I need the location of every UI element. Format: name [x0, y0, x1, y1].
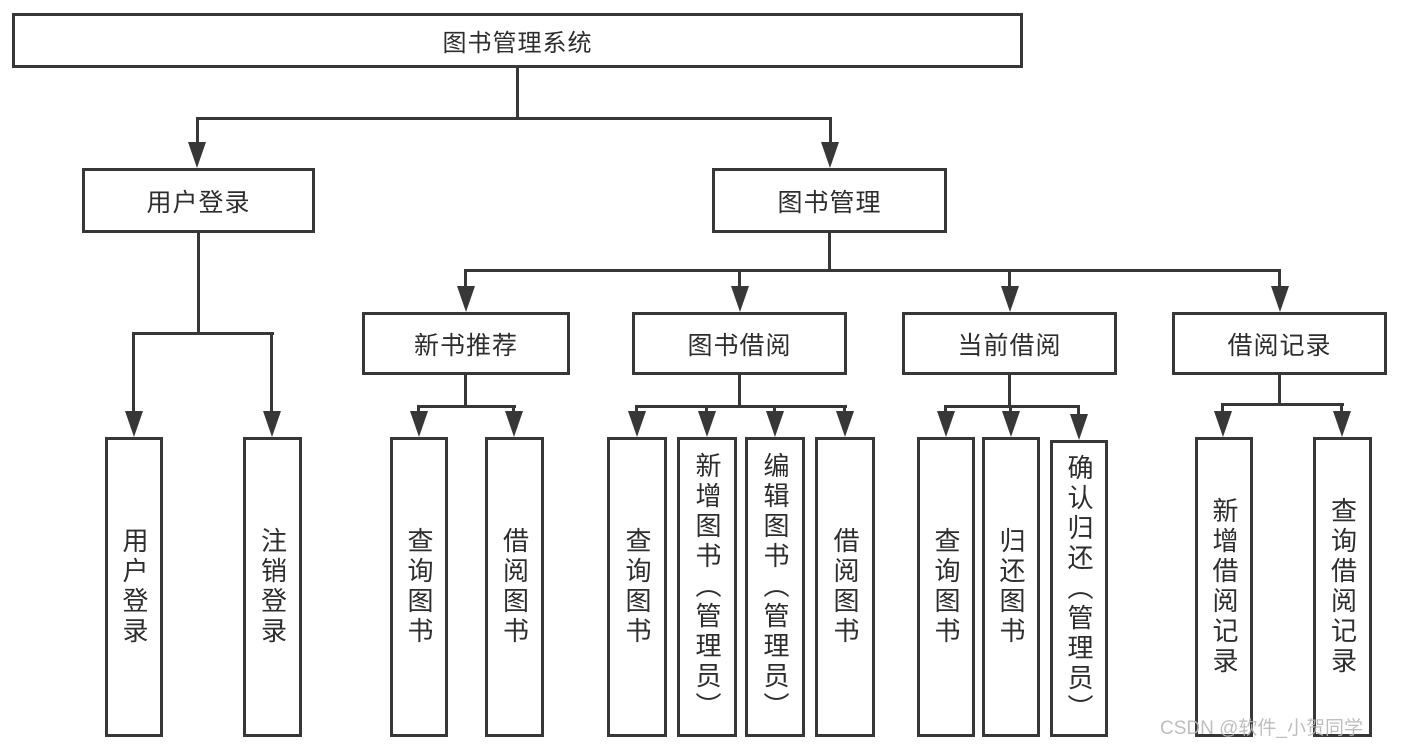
- connector-line: [197, 231, 200, 335]
- leaf-borrow-books-2: 借阅图书: [815, 437, 875, 737]
- connector-line: [132, 334, 135, 412]
- node-library-management-system: 图书管理系统: [12, 13, 1023, 68]
- arrow-down-icon: [457, 286, 475, 312]
- connector-line: [1278, 269, 1281, 288]
- connector-line: [843, 405, 846, 413]
- connector-line: [196, 117, 832, 120]
- connector-line: [464, 269, 467, 288]
- leaf-query-borrow-record: 查询借阅记录: [1313, 437, 1372, 737]
- connector-line: [464, 375, 467, 408]
- connector-line: [944, 405, 1080, 408]
- leaf-confirm-return-admin: 确认归还（管理员）: [1050, 440, 1108, 737]
- arrow-down-icon: [698, 411, 716, 437]
- node-book-borrowing: 图书借阅: [632, 312, 847, 375]
- leaf-add-book-admin: 新增图书（管理员）: [677, 437, 737, 737]
- connector-line: [417, 405, 516, 408]
- connector-line: [417, 405, 420, 413]
- connector-line: [1009, 405, 1012, 413]
- leaf-borrow-books-1: 借阅图书: [485, 437, 544, 737]
- arrow-down-icon: [1271, 286, 1289, 312]
- connector-line: [1008, 375, 1011, 408]
- connector-line: [829, 118, 832, 144]
- connector-line: [1278, 375, 1281, 406]
- arrow-down-icon: [1001, 286, 1019, 312]
- csdn-watermark: CSDN @软件_小贺同学: [1160, 718, 1363, 739]
- connector-line: [516, 66, 519, 119]
- connector-line: [773, 405, 776, 413]
- node-user-login: 用户登录: [82, 168, 315, 233]
- node-current-borrowing: 当前借阅: [902, 312, 1117, 375]
- connector-line: [1008, 269, 1011, 288]
- arrow-down-icon: [505, 411, 523, 437]
- connector-line: [1077, 405, 1080, 416]
- arrow-down-icon: [821, 142, 839, 168]
- leaf-query-books-1: 查询图书: [390, 437, 448, 737]
- connector-line: [132, 332, 274, 335]
- connector-line: [1221, 403, 1344, 406]
- leaf-return-books: 归还图书: [982, 437, 1040, 737]
- connector-line: [270, 334, 273, 412]
- arrow-down-icon: [937, 411, 955, 437]
- arrow-down-icon: [836, 411, 854, 437]
- connector-line: [828, 231, 831, 272]
- connector-line: [196, 118, 199, 144]
- node-borrow-records: 借阅记录: [1172, 312, 1387, 375]
- connector-line: [705, 405, 708, 413]
- arrow-down-icon: [188, 142, 206, 168]
- leaf-query-books-2: 查询图书: [607, 437, 667, 737]
- connector-line: [738, 269, 741, 288]
- node-new-book-recommend: 新书推荐: [362, 312, 570, 375]
- connector-line: [944, 405, 947, 413]
- connector-line: [738, 374, 741, 408]
- node-book-management: 图书管理: [712, 168, 947, 233]
- connector-line: [635, 405, 638, 413]
- leaf-edit-book-admin: 编辑图书（管理员）: [745, 437, 805, 737]
- arrow-down-icon: [410, 411, 428, 437]
- arrow-down-icon: [125, 411, 143, 437]
- connector-line: [464, 269, 1281, 272]
- arrow-down-icon: [731, 286, 749, 312]
- leaf-add-borrow-record: 新增借阅记录: [1195, 437, 1253, 737]
- connector-line: [1340, 403, 1343, 413]
- arrow-down-icon: [263, 411, 281, 437]
- leaf-user-login: 用户登录: [105, 437, 163, 737]
- arrow-down-icon: [1333, 411, 1351, 437]
- arrow-down-icon: [766, 411, 784, 437]
- arrow-down-icon: [1070, 414, 1088, 440]
- leaf-query-books-3: 查询图书: [917, 437, 975, 737]
- leaf-logout: 注销登录: [243, 437, 302, 737]
- connector-line: [512, 405, 515, 413]
- arrow-down-icon: [628, 411, 646, 437]
- arrow-down-icon: [1214, 411, 1232, 437]
- arrow-down-icon: [1002, 411, 1020, 437]
- connector-line: [635, 405, 847, 408]
- connector-line: [1221, 403, 1224, 413]
